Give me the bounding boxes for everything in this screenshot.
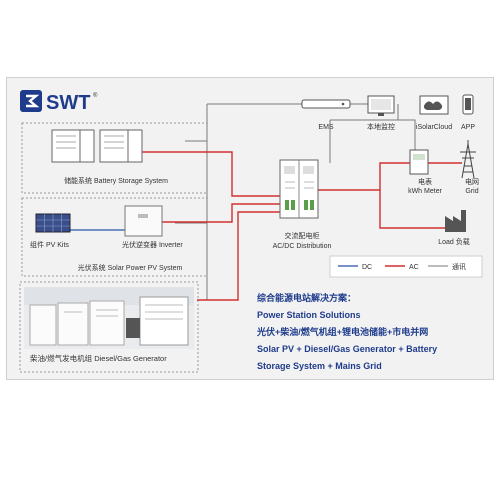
inverter-label-cn: 光伏逆变器	[122, 240, 157, 249]
svg-text:光伏系统 Solar Power PV Syste: 光伏系统 Solar Power PV System	[78, 263, 183, 272]
meter-label-cn: 电表	[418, 177, 432, 186]
solution-line-5: Storage System + Mains Grid	[257, 361, 382, 371]
pv-system-en: Solar Power PV System	[108, 265, 183, 272]
generator-label-en: Diesel/Gas Generator	[94, 354, 167, 363]
legend: DC AC 通讯	[329, 255, 483, 278]
comm-line-meter	[329, 104, 416, 163]
battery-cabinet-icon	[51, 129, 143, 163]
generator-group-box	[19, 281, 199, 373]
svg-text:Load 负载: Load 负载	[438, 237, 470, 246]
svg-text:光伏逆变器 Inverter: 光伏逆变器 Inverter	[122, 240, 183, 249]
load-label-cn: 负载	[456, 237, 470, 246]
load-label-en: Load	[438, 239, 454, 246]
svg-text:储能系统 Battery Storage: 储能系统 Battery Storage System	[64, 176, 168, 185]
monitor-label: 本地监控	[367, 122, 395, 131]
legend-dc: DC	[362, 264, 372, 271]
brand-name: SWT	[46, 92, 90, 114]
pv-panel-icon	[35, 213, 71, 233]
inverter-icon	[124, 205, 163, 237]
cloud-label: iSolarCloud	[416, 124, 452, 131]
swt-logo: SWT ®	[20, 90, 98, 114]
svg-text:组件 PV Kits: 组件 PV Kits	[30, 240, 69, 249]
ac-lines	[130, 151, 462, 301]
ac-line-generator	[197, 211, 280, 301]
comm-line-trunk	[206, 104, 218, 301]
ac-line-inverter	[162, 203, 280, 223]
app-label: APP	[461, 124, 475, 131]
ac-line-load	[379, 190, 445, 229]
solution-line-1: 综合能源电站解决方案：	[257, 292, 356, 303]
meter-icon	[409, 149, 429, 175]
svg-text:柴油/燃气发电机组 Diesel/Gas Gene: 柴油/燃气发电机组 Diesel/Gas Generator	[30, 353, 167, 363]
pv-system-cn: 光伏系统	[78, 263, 106, 272]
battery-label-en: Battery Storage System	[94, 178, 168, 185]
ac-line-battery	[130, 151, 280, 197]
grid-label-en: Grid	[465, 188, 478, 195]
meter-label-en: kWh Meter	[408, 188, 443, 195]
monitor-icon	[367, 95, 395, 116]
distribution-cabinet-icon	[279, 159, 319, 219]
ems-label: EMS	[318, 124, 334, 131]
solution-line-4: Solar PV + Diesel/Gas Generator + Batter…	[257, 344, 437, 354]
factory-icon	[445, 210, 466, 232]
phone-icon	[462, 94, 474, 115]
distribution-label-cn: 交流配电柜	[285, 231, 320, 240]
pv-kits-en: PV Kits	[46, 242, 69, 249]
legend-ac: AC	[409, 264, 419, 271]
cloud-icon	[419, 95, 449, 115]
grid-label-cn: 电网	[465, 177, 479, 186]
swt-logo-glyph	[26, 94, 40, 108]
solution-line-3: 光伏+柴油/燃气机组+锂电池储能+市电并网	[256, 326, 428, 337]
ac-line-meter	[318, 162, 410, 191]
pv-kits-cn: 组件	[30, 240, 44, 249]
ems-device	[301, 99, 351, 109]
distribution-label-en: AC/DC Distribution	[273, 243, 332, 250]
inverter-label-en: Inverter	[159, 242, 183, 249]
battery-label-cn: 储能系统	[64, 176, 92, 185]
legend-comm: 通讯	[452, 262, 466, 271]
solution-text: 综合能源电站解决方案： Power Station Solutions 光伏+柴…	[256, 292, 437, 371]
grid-tower-icon	[460, 140, 476, 179]
brand-mark: ®	[93, 92, 98, 99]
generator-label-cn: 柴油/燃气发电机组	[30, 353, 93, 363]
generator-photo	[24, 287, 194, 349]
solution-line-2: Power Station Solutions	[257, 310, 361, 320]
